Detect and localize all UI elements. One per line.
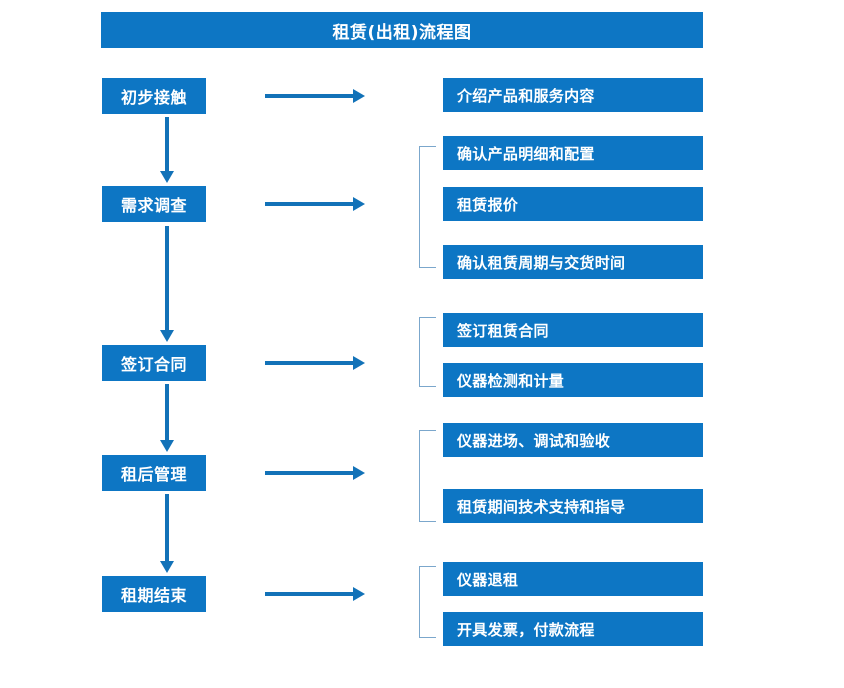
horizontal-arrow-3 [265,356,365,370]
horizontal-arrow-5 [265,587,365,601]
stage-box-2[interactable]: 需求调查 [102,186,206,222]
task-box-4[interactable]: 确认租赁周期与交货时间 [443,245,703,279]
task-box-1[interactable]: 介绍产品和服务内容 [443,78,703,112]
task-box-3[interactable]: 租赁报价 [443,187,703,221]
group-bracket-2 [419,146,436,268]
horizontal-arrow-4 [265,466,365,480]
page-title: 租赁(出租)流程图 [101,12,703,48]
stage-box-5[interactable]: 租期结束 [102,576,206,612]
horizontal-arrow-2 [265,197,365,211]
stage-box-3[interactable]: 签订合同 [102,345,206,381]
task-box-2[interactable]: 确认产品明细和配置 [443,136,703,170]
vertical-arrow-3 [160,384,174,452]
stage-box-4[interactable]: 租后管理 [102,455,206,491]
task-box-7[interactable]: 仪器进场、调试和验收 [443,423,703,457]
vertical-arrow-1 [160,117,174,183]
horizontal-arrow-1 [265,89,365,103]
task-box-10[interactable]: 开具发票，付款流程 [443,612,703,646]
group-bracket-5 [419,566,436,638]
stage-box-1[interactable]: 初步接触 [102,78,206,114]
task-box-5[interactable]: 签订租赁合同 [443,313,703,347]
group-bracket-3 [419,317,436,387]
group-bracket-4 [419,430,436,522]
task-box-6[interactable]: 仪器检测和计量 [443,363,703,397]
task-box-9[interactable]: 仪器退租 [443,562,703,596]
task-box-8[interactable]: 租赁期间技术支持和指导 [443,489,703,523]
vertical-arrow-4 [160,494,174,573]
vertical-arrow-2 [160,226,174,342]
